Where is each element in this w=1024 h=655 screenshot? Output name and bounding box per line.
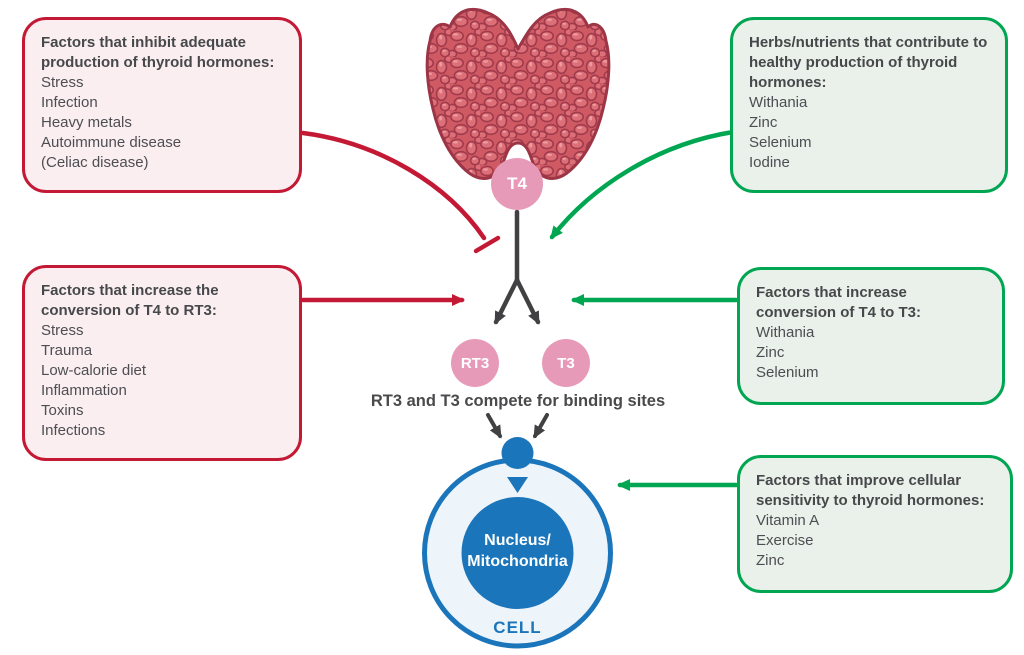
healthy-production-title: Herbs/nutrients that contribute to healt… — [749, 34, 988, 91]
healthy-production-box: Herbs/nutrients that contribute to healt… — [730, 17, 1008, 193]
list-item: Selenium — [756, 364, 819, 381]
list-item: Withania — [756, 324, 815, 341]
inhibit-production-box: Factors that inhibit adequate production… — [22, 17, 302, 193]
t4-label: T4 — [507, 174, 527, 193]
cellular-sensitivity-box: Factors that improve cellular sensitivit… — [737, 455, 1013, 593]
list-item: Exercise — [756, 532, 814, 549]
receptor-triangle-icon — [507, 477, 528, 493]
rt3-node: RT3 — [451, 339, 499, 387]
list-item: Heavy metals — [41, 114, 132, 131]
list-item: Infection — [41, 94, 98, 111]
t3-label: T3 — [557, 354, 575, 372]
list-item: Zinc — [756, 552, 785, 569]
t4-node: T4 — [491, 158, 543, 210]
increase-rt3-title: Factors that increase the conversion of … — [41, 282, 219, 319]
cell-illustration — [422, 437, 613, 649]
list-item: Stress — [41, 322, 84, 339]
list-item: Vitamin A — [756, 512, 820, 529]
receptor-circle — [501, 437, 534, 469]
nucleus-label-line2: Mitochondria — [467, 553, 568, 570]
increase-t3-title: Factors that increase conversion of T4 t… — [756, 284, 922, 321]
inhibit-connector — [300, 130, 501, 254]
inhibition-bar — [473, 235, 501, 254]
list-item: Trauma — [41, 342, 93, 359]
support-production-connector — [549, 129, 736, 240]
binding-competition-caption: RT3 and T3 compete for binding sites — [370, 392, 666, 410]
cell-caption: CELL — [493, 618, 542, 637]
inhibit-production-title: Factors that inhibit adequate production… — [41, 34, 275, 71]
list-item: Zinc — [756, 344, 785, 361]
list-item: Autoimmune disease — [41, 134, 182, 151]
list-item: Inflammation — [41, 382, 127, 399]
nucleus-circle — [461, 497, 574, 609]
list-item: Withania — [749, 94, 808, 111]
binding-site-arrows — [486, 413, 549, 439]
cellular-sensitivity-title: Factors that improve cellular sensitivit… — [756, 472, 985, 509]
increase-rt3-box: Factors that increase the conversion of … — [22, 265, 302, 461]
rt3-label: RT3 — [460, 354, 490, 372]
list-item: Iodine — [749, 154, 790, 171]
nucleus-label-line1: Nucleus/ — [484, 532, 551, 549]
t4-conversion-pathway — [493, 209, 541, 325]
thyroid-gland-illustration — [425, 8, 611, 180]
t3-node: T3 — [542, 339, 590, 387]
increase-t3-box: Factors that increase conversion of T4 t… — [737, 267, 1005, 405]
nucleus-mitochondria-label: Nucleus/ Mitochondria — [437, 530, 598, 572]
list-item: Zinc — [749, 114, 778, 131]
list-item: Toxins — [41, 402, 84, 419]
list-item: Selenium — [749, 134, 812, 151]
list-item: Low-calorie diet — [41, 362, 147, 379]
list-item: Stress — [41, 74, 84, 91]
list-item: Infections — [41, 422, 106, 439]
list-item: (Celiac disease) — [41, 154, 149, 171]
